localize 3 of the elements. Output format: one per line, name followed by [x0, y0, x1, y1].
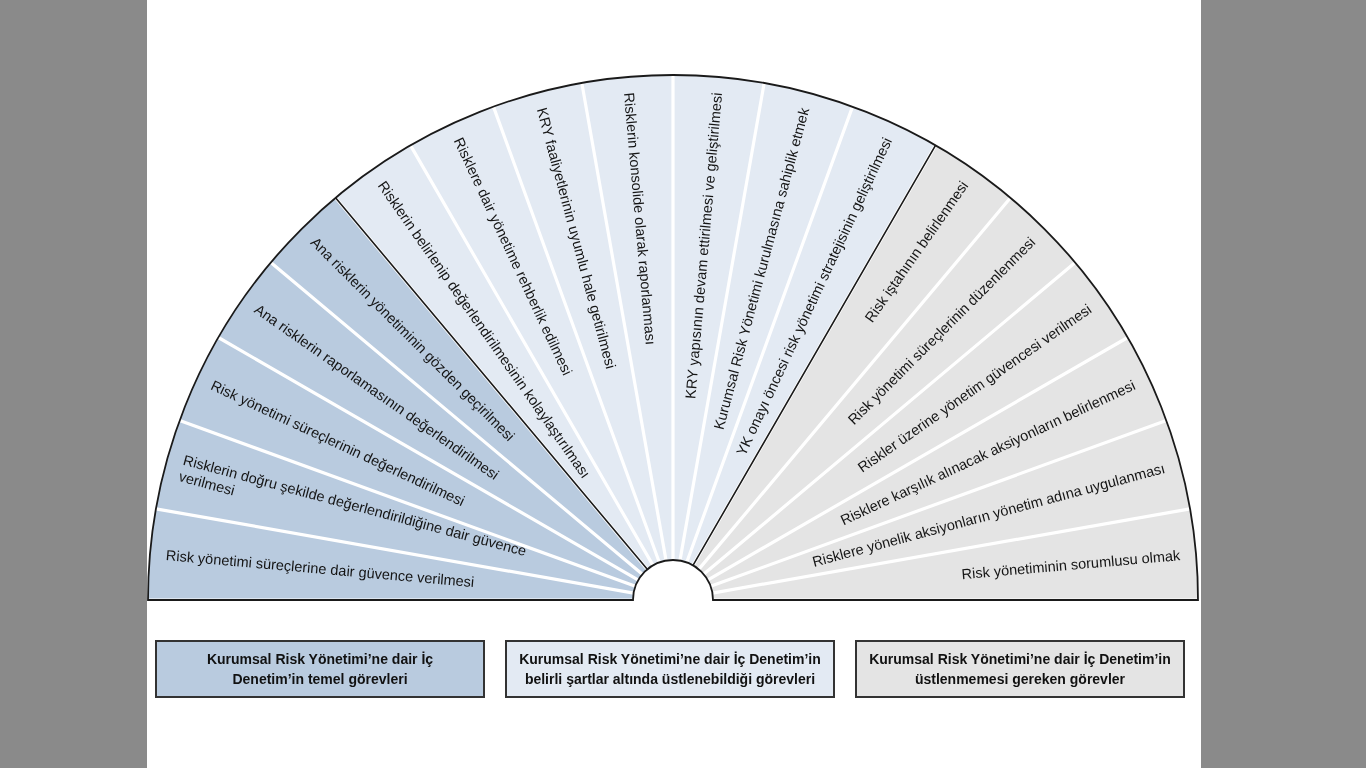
legend-text: Kurumsal Risk Yönetimi’ne dair İç Denetim’in üstlenmemesi gereken görevler	[868, 650, 1172, 689]
legend-text: Kurumsal Risk Yönetimi’ne dair İç Denetim’in belirli şartlar altında üstlenebildiği görevleri	[518, 650, 822, 689]
legend-text: Kurumsal Risk Yönetimi’ne dair İç Denetim’in temel görevleri	[205, 650, 435, 689]
